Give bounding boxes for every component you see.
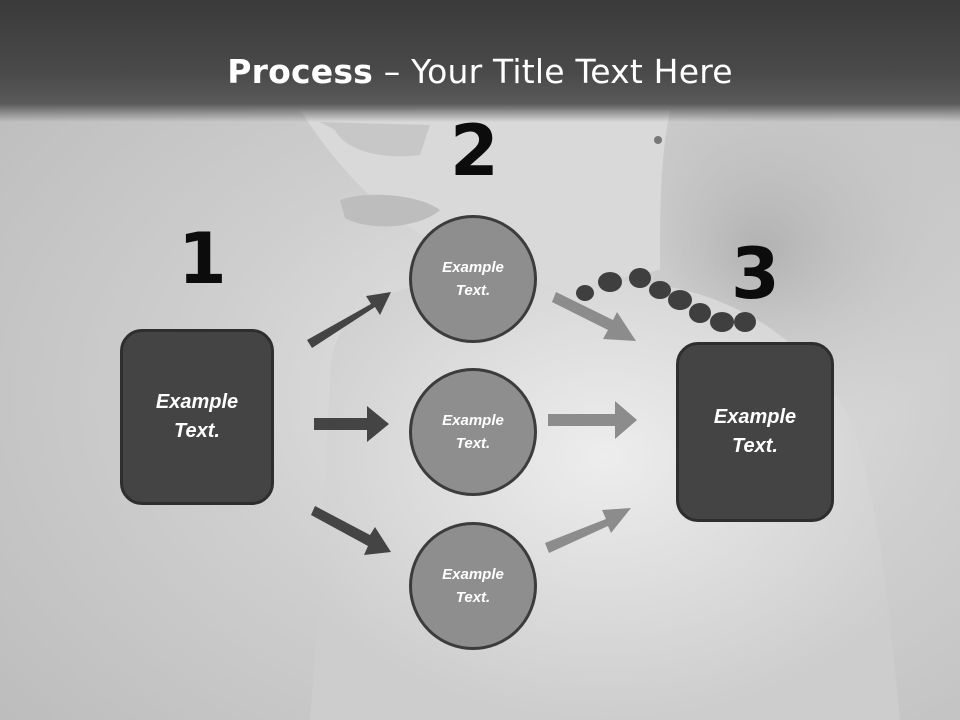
step-number-1: 1: [178, 218, 227, 300]
end-box: Example Text.: [676, 342, 834, 522]
arrow-start-to-center: [314, 406, 389, 442]
middle-circle-center: Example Text.: [409, 368, 537, 496]
step-number-2: 2: [450, 110, 499, 192]
middle-circle-bottom-text: Example Text.: [442, 566, 504, 606]
middle-circle-top-text: Example Text.: [442, 259, 504, 299]
middle-circle-top: Example Text.: [409, 215, 537, 343]
title-rest: – Your Title Text Here: [373, 52, 733, 91]
start-box-text: Example Text.: [155, 391, 239, 442]
arrow-start-to-top: [307, 292, 391, 348]
title-bar: [0, 0, 960, 122]
step-number-3: 3: [731, 233, 780, 315]
arrow-start-to-bottom: [311, 506, 391, 555]
slide-title: Process – Your Title Text Here: [0, 52, 960, 91]
title-bold: Process: [227, 52, 374, 91]
middle-circle-bottom: Example Text.: [409, 522, 537, 650]
end-box-text: Example Text.: [713, 406, 797, 457]
arrow-bottom-to-end: [545, 508, 631, 553]
arrow-center-to-end: [548, 401, 637, 439]
start-box: Example Text.: [120, 329, 274, 505]
arrow-top-to-end: [552, 292, 636, 341]
middle-circle-center-text: Example Text.: [442, 412, 504, 452]
